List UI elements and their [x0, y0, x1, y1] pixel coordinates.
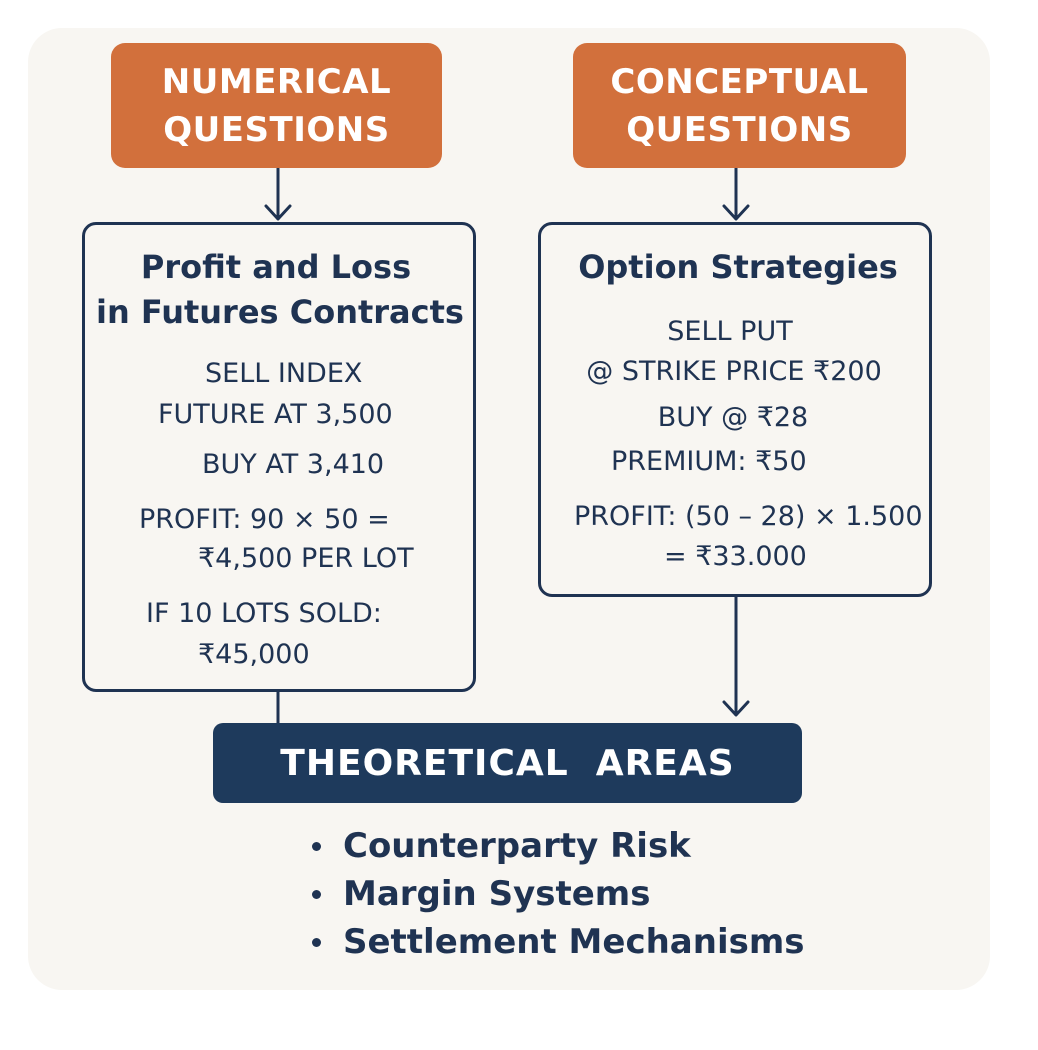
options-sell-line2: @ STRIKE PRICE ₹200 [586, 356, 882, 387]
futures-title-line1: Profit and Loss [140, 248, 412, 286]
arrowhead-numerical [264, 204, 292, 221]
futures-profit-line2: ₹4,500 PER LOT [198, 543, 414, 574]
list-item-label: Counterparty Risk [343, 826, 691, 866]
list-item: Settlement Mechanisms [312, 918, 805, 966]
bullet-icon [312, 841, 321, 851]
futures-sell-line2: FUTURE AT 3,500 [158, 399, 393, 430]
list-item: Margin Systems [312, 870, 805, 918]
futures-title-line2: in Futures Contracts [96, 293, 464, 331]
conceptual-header-line1: CONCEPTUAL [610, 61, 869, 102]
list-item-label: Settlement Mechanisms [343, 922, 805, 962]
arrowhead-theory [722, 700, 750, 717]
futures-profit-box [82, 222, 476, 692]
numerical-header-line1: NUMERICAL [161, 61, 392, 102]
options-sell-line1: SELL PUT [667, 316, 793, 347]
options-profit-line2: = ₹33.000 [664, 541, 807, 572]
futures-profit-line1: PROFIT: 90 × 50 = [139, 504, 390, 535]
option-strategies-box [538, 222, 932, 597]
numerical-questions-header: NUMERICAL QUESTIONS [111, 43, 442, 168]
futures-lots-line2: ₹45,000 [198, 639, 310, 670]
theoretical-areas-list: Counterparty Risk Margin Systems Settlem… [312, 822, 805, 966]
list-item: Counterparty Risk [312, 822, 805, 870]
bullet-icon [312, 937, 321, 947]
list-item-label: Margin Systems [343, 874, 651, 914]
arrowhead-conceptual [722, 204, 750, 221]
options-buy-line: BUY @ ₹28 [657, 402, 809, 433]
options-premium-line: PREMIUM: ₹50 [611, 446, 807, 477]
numerical-header-line2: QUESTIONS [163, 109, 390, 150]
conceptual-header-line2: QUESTIONS [626, 109, 853, 150]
futures-buy-line: BUY AT 3,410 [202, 449, 385, 480]
options-title: Option Strategies [578, 248, 898, 286]
conceptual-questions-header: CONCEPTUAL QUESTIONS [573, 43, 906, 168]
bullet-icon [312, 889, 321, 899]
options-profit-line1: PROFIT: (50 – 28) × 1.500 [574, 501, 923, 532]
futures-sell-line1: SELL INDEX [205, 358, 363, 389]
futures-lots-line1: IF 10 LOTS SOLD: [146, 598, 382, 629]
theoretical-areas-box: THEORETICAL AREAS [213, 723, 802, 803]
theoretical-areas-title: THEORETICAL AREAS [280, 742, 735, 784]
